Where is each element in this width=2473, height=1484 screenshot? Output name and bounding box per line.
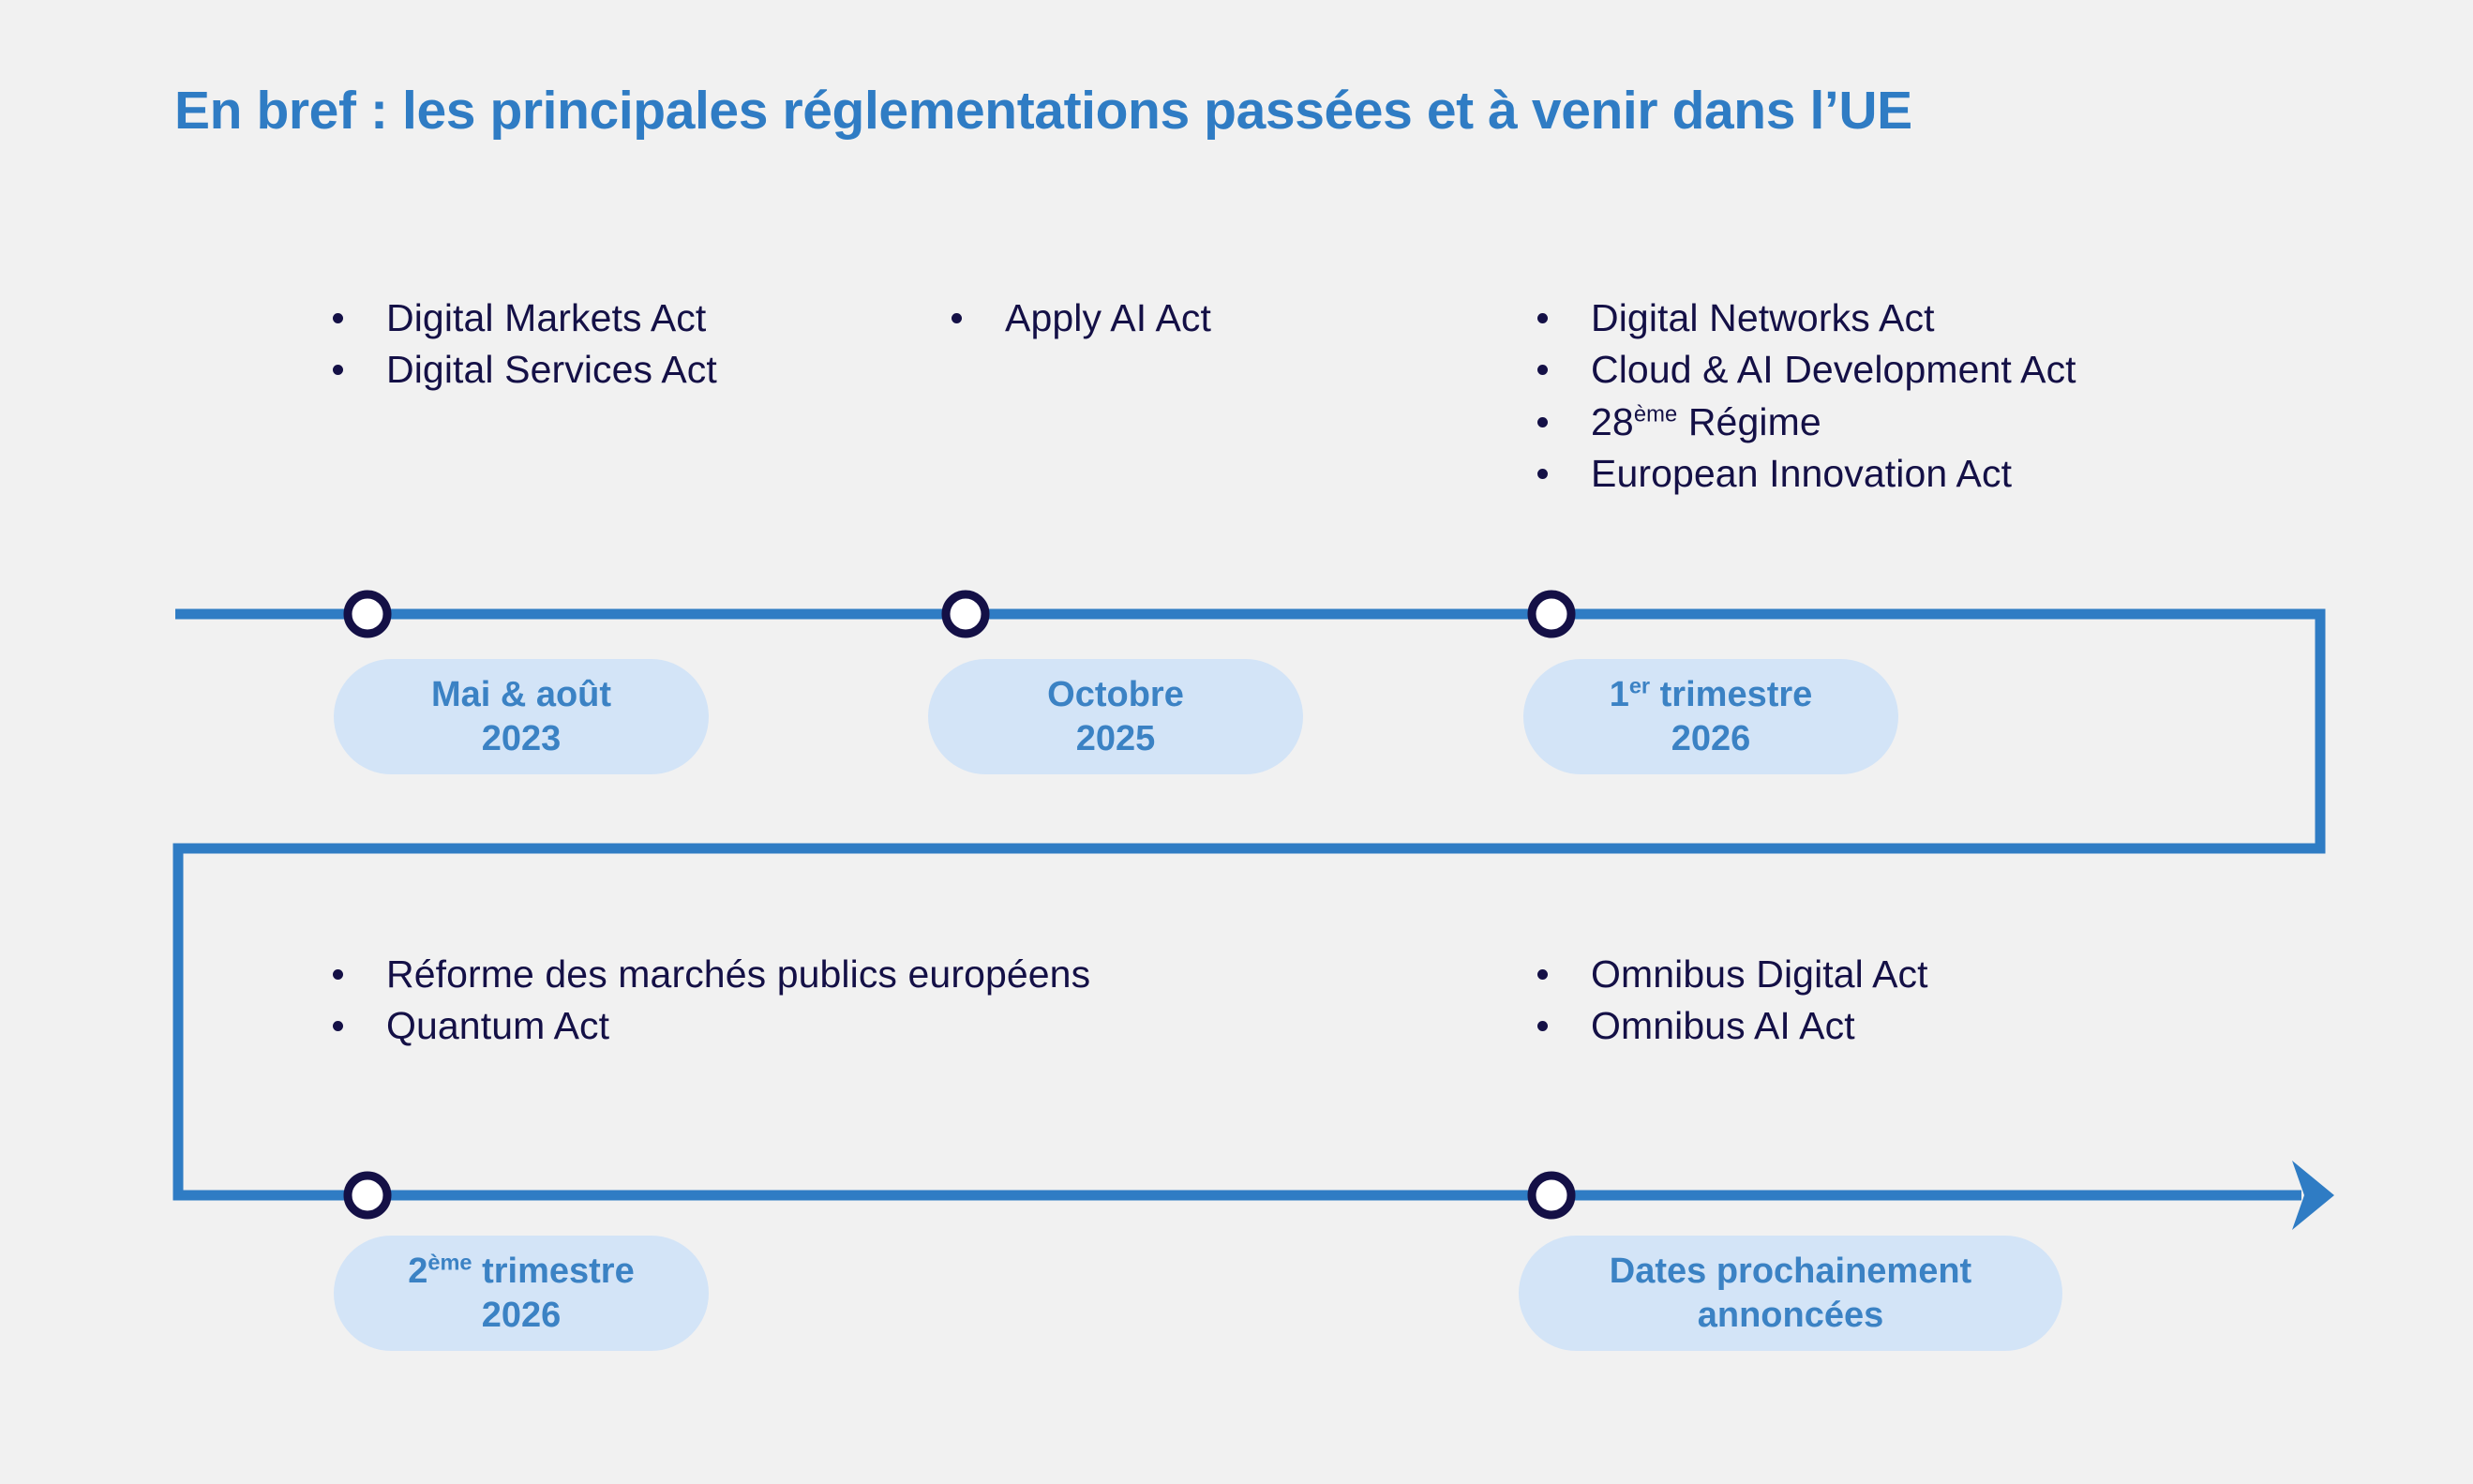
list-item: Omnibus AI Act	[1537, 1004, 1928, 1048]
list-item-label: Omnibus Digital Act	[1591, 952, 1928, 996]
list-item-label: Digital Markets Act	[386, 296, 707, 339]
date-pill-line-1: Mai & août	[430, 675, 612, 715]
bullet-dot-icon	[952, 313, 962, 323]
list-item-label: Réforme des marchés publics européens	[386, 952, 1091, 996]
milestone-items-3: Digital Networks Act Cloud & AI Developm…	[1537, 296, 2076, 506]
date-pill-2[interactable]: Octobre 2025	[928, 659, 1303, 774]
list-item: European Innovation Act	[1537, 452, 2076, 496]
bullet-dot-icon	[333, 365, 343, 376]
bullet-dot-icon	[1537, 1021, 1548, 1032]
bullet-dot-icon	[1537, 313, 1548, 323]
list-item-label: Quantum Act	[386, 1004, 610, 1048]
bullet-dot-icon	[333, 1021, 343, 1032]
bullet-dot-icon	[1537, 365, 1548, 376]
timeline-arrow-head	[2292, 1161, 2334, 1230]
ordinal-number: 28	[1591, 399, 1634, 443]
date-pill-5[interactable]: Dates prochainement annoncées	[1519, 1236, 2062, 1351]
date-pill-line-1: Dates prochainement	[1609, 1252, 1972, 1292]
date-pill-3[interactable]: 1er trimestre 2026	[1523, 659, 1898, 774]
date-pill-line-2: 2023	[481, 718, 562, 758]
date-pill-line-2: 2026	[1671, 718, 1751, 758]
date-pill-4[interactable]: 2ème trimestre 2026	[334, 1236, 709, 1351]
bullet-dot-icon	[1537, 969, 1548, 980]
milestone-items-1: Digital Markets Act Digital Services Act	[333, 296, 717, 402]
date-pill-line-1: 1er trimestre	[1610, 673, 1813, 716]
ordinal-rest: Régime	[1677, 399, 1821, 443]
ordinal-suffix: ème	[1633, 401, 1678, 427]
ordinal-rest: trimestre	[472, 1252, 635, 1292]
ordinal-suffix: ème	[427, 1250, 472, 1275]
date-pill-1[interactable]: Mai & août 2023	[334, 659, 709, 774]
bullet-dot-icon	[333, 969, 343, 980]
list-item: Digital Networks Act	[1537, 296, 2076, 339]
list-item: Omnibus Digital Act	[1537, 952, 1928, 996]
list-item: Digital Markets Act	[333, 296, 717, 339]
list-item-label: Cloud & AI Development Act	[1591, 348, 2076, 392]
list-item-label: Apply AI Act	[1005, 296, 1211, 339]
timeline-marker-5[interactable]	[1527, 1171, 1576, 1220]
date-pill-line-2: 2026	[481, 1295, 562, 1335]
bullet-dot-icon	[333, 313, 343, 323]
date-pill-line-1: 2ème trimestre	[408, 1250, 634, 1293]
bullet-dot-icon	[1537, 469, 1548, 480]
ordinal-number: 1	[1609, 675, 1629, 715]
date-pill-line-2: 2025	[1075, 718, 1156, 758]
list-item: Cloud & AI Development Act	[1537, 348, 2076, 392]
ordinal-rest: trimestre	[1650, 675, 1813, 715]
timeline-marker-2[interactable]	[941, 590, 990, 638]
list-item-label: European Innovation Act	[1591, 452, 2013, 496]
list-item: Apply AI Act	[952, 296, 1211, 339]
bullet-dot-icon	[1537, 416, 1548, 427]
ordinal-suffix: er	[1628, 673, 1651, 698]
milestone-items-2: Apply AI Act	[952, 296, 1211, 350]
timeline-marker-1[interactable]	[343, 590, 392, 638]
page-title: En bref : les principales réglementation…	[174, 81, 1912, 141]
list-item: Digital Services Act	[333, 348, 717, 392]
milestone-items-4: Réforme des marchés publics européens Qu…	[333, 952, 1091, 1058]
list-item-label: Digital Services Act	[386, 348, 717, 392]
list-item: 28ème Régime	[1537, 399, 2076, 443]
list-item-label: 28ème Régime	[1591, 399, 1821, 443]
ordinal-number: 2	[408, 1252, 428, 1292]
list-item-label: Digital Networks Act	[1591, 296, 1935, 339]
timeline-marker-4[interactable]	[343, 1171, 392, 1220]
date-pill-line-2: annoncées	[1697, 1295, 1884, 1335]
date-pill-line-1: Octobre	[1047, 675, 1184, 715]
list-item: Quantum Act	[333, 1004, 1090, 1048]
timeline-marker-3[interactable]	[1527, 590, 1576, 638]
list-item: Réforme des marchés publics européens	[333, 952, 1091, 996]
milestone-items-5: Omnibus Digital Act Omnibus AI Act	[1537, 952, 1928, 1058]
list-item-label: Omnibus AI Act	[1591, 1004, 1855, 1048]
